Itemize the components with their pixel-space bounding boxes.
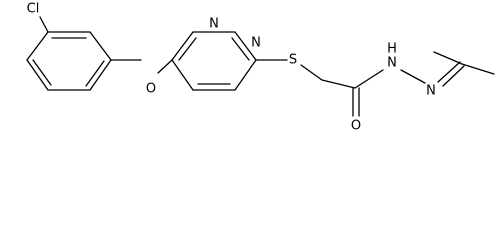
bond-s-ch2 [300, 64, 323, 81]
atom-label-hydrazide-n: N [387, 56, 397, 71]
bond-c-methyl-left [433, 51, 463, 65]
atom-label-carbonyl-oxygen: O [351, 119, 361, 134]
bond-p1-p2 [171, 31, 194, 61]
bond-p3-p4 [234, 31, 257, 61]
bond-n-c-double-2 [442, 65, 465, 87]
atom-label-hydrazide-h: H [387, 42, 397, 57]
atom-label-pyrimidine-n-right: N [251, 36, 261, 51]
bond-p3-p4-inner [231, 37, 250, 61]
bond-c-methyl-right [461, 63, 495, 75]
bond-p6-p1 [171, 59, 194, 91]
atom-label-imine-n: N [426, 84, 436, 99]
atom-label-ether-oxygen: O [146, 82, 156, 97]
bond-c3-c4-inner [85, 60, 105, 87]
pyrimidine-ring [171, 31, 257, 91]
atom-label-sulfur: S [289, 53, 297, 68]
bond-c-cl [39, 16, 49, 33]
atom-label-pyrimidine-n-top: N [209, 17, 219, 32]
bond-nh-n [400, 69, 426, 84]
bond-o-pyrimidine [157, 59, 173, 74]
bond-c5-c6-inner [32, 59, 52, 86]
bond-n-c-double-1 [437, 61, 461, 83]
bond-c6-c1 [26, 31, 49, 61]
atom-label-chlorine: Cl [27, 2, 40, 17]
bond-carbonyl-nh [354, 69, 384, 89]
bond-c5-c6 [26, 59, 49, 91]
bond-c3-c4 [89, 59, 112, 91]
bond-p1-p2-inner [178, 37, 197, 61]
molecule-structure: Cl O N N S O N H N [26, 2, 495, 134]
bond-p4-p5 [234, 59, 257, 91]
bond-ch2-carbonyl [321, 79, 356, 89]
bond-c2-c3 [89, 31, 112, 61]
chlorophenyl-ring [26, 31, 112, 91]
